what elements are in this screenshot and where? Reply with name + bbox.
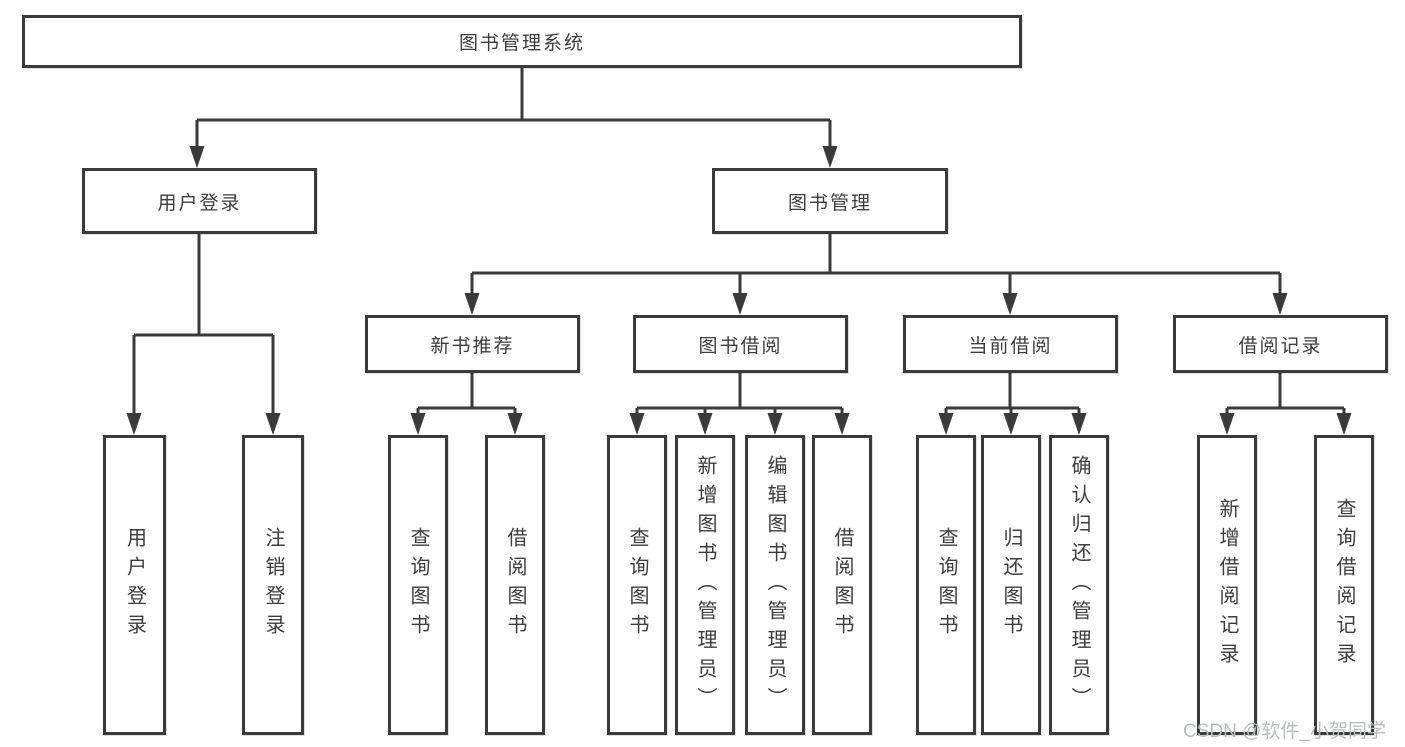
arrowheads: [126, 146, 1352, 435]
node-borrow-records: 借阅记录: [1173, 315, 1388, 373]
leaf-add-books-admin: 新增图书（管理员）: [675, 435, 735, 735]
node-label: 图书管理: [787, 192, 872, 214]
node-label: 图书借阅: [698, 335, 783, 357]
leaf-recommend-borrow-books: 借阅图书: [485, 435, 545, 735]
node-label: 借阅图书: [831, 527, 853, 643]
node-label: 图书管理系统: [458, 33, 585, 54]
node-label: 用户登录: [123, 527, 146, 643]
leaf-user-login: 用户登录: [103, 435, 166, 735]
node-system-root: 图书管理系统: [22, 15, 1022, 68]
node-new-book-recommend: 新书推荐: [365, 315, 580, 373]
node-label: 注销登录: [262, 527, 284, 643]
leaf-current-query-books: 查询图书: [916, 435, 976, 735]
node-book-management: 图书管理: [712, 168, 948, 234]
node-current-borrow: 当前借阅: [903, 315, 1118, 373]
leaf-borrow-query-books: 查询图书: [607, 435, 667, 735]
node-label: 当前借阅: [968, 335, 1053, 357]
leaf-logout: 注销登录: [242, 435, 304, 735]
node-label: 查询图书: [935, 527, 957, 643]
node-label: 确认归还（管理员）: [1068, 454, 1090, 716]
leaf-add-borrow-record: 新增借阅记录: [1197, 435, 1257, 735]
node-label: 查询图书: [626, 527, 648, 643]
leaf-edit-books-admin: 编辑图书（管理员）: [745, 435, 805, 735]
leaf-recommend-query-books: 查询图书: [388, 435, 448, 735]
node-label: 查询图书: [407, 527, 429, 643]
node-label: 新增借阅记录: [1216, 498, 1238, 672]
node-label: 借阅记录: [1238, 335, 1323, 357]
leaf-return-books: 归还图书: [981, 435, 1041, 735]
node-label: 归还图书: [1000, 527, 1022, 643]
leaf-confirm-return-admin: 确认归还（管理员）: [1049, 435, 1109, 735]
node-label: 新书推荐: [430, 335, 515, 357]
csdn-watermark: CSDN @软件_小贺同学: [1183, 721, 1386, 742]
node-label: 查询借阅记录: [1333, 498, 1355, 672]
node-book-borrow: 图书借阅: [633, 315, 848, 373]
node-label: 新增图书（管理员）: [694, 454, 716, 716]
node-user-login: 用户登录: [82, 168, 317, 234]
node-label: 编辑图书（管理员）: [764, 454, 786, 716]
node-label: 借阅图书: [504, 527, 526, 643]
leaf-query-borrow-record: 查询借阅记录: [1314, 435, 1374, 735]
leaf-borrow-books: 借阅图书: [812, 435, 872, 735]
node-label: 用户登录: [157, 192, 242, 214]
